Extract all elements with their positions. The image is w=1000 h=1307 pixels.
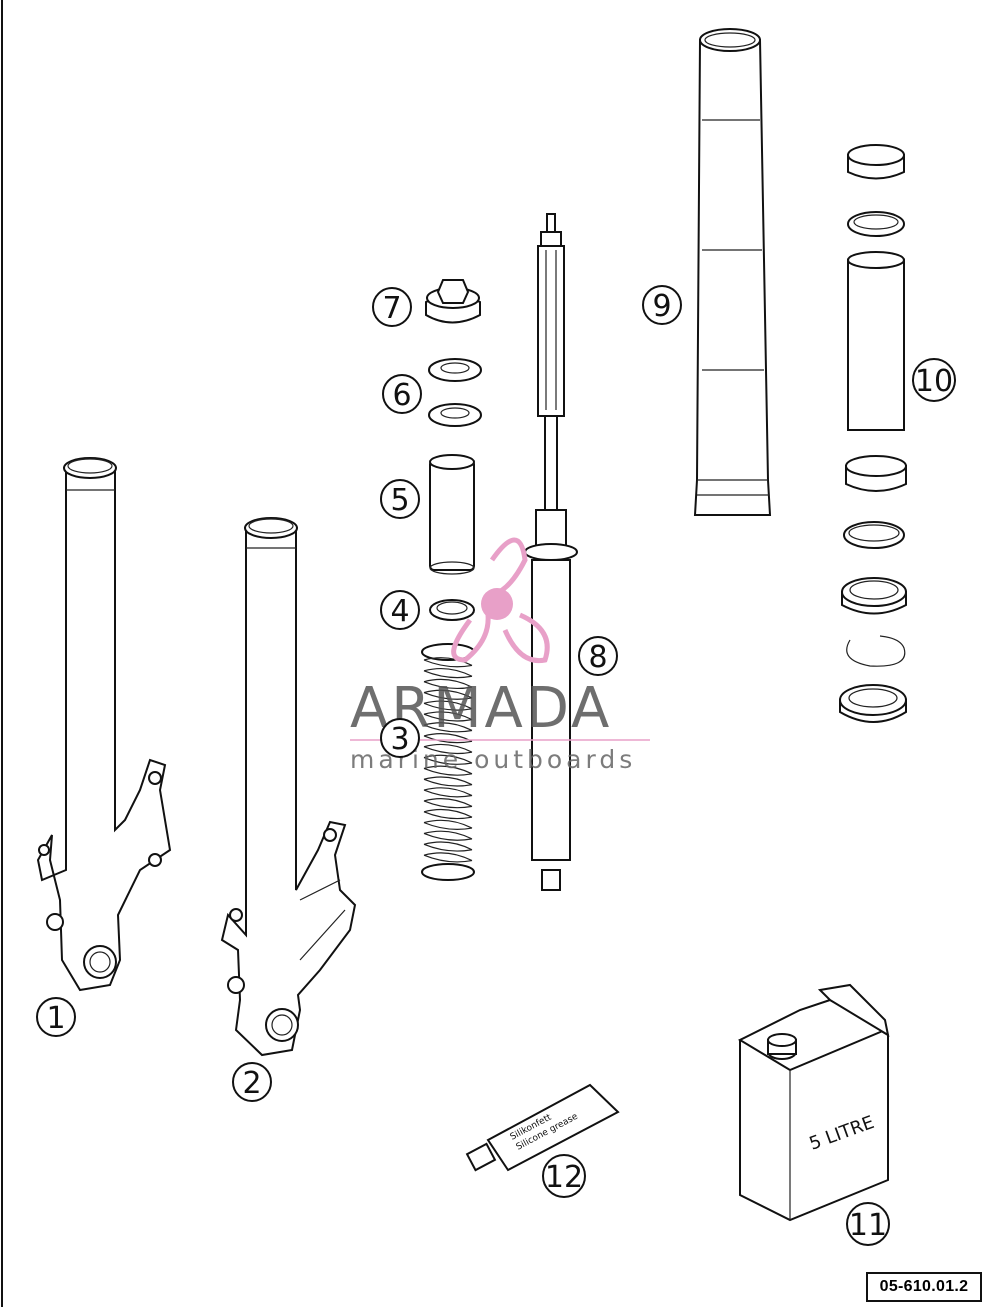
fork-leg-left bbox=[36, 457, 172, 992]
callout-number: 3 bbox=[390, 722, 409, 757]
callout-circle bbox=[542, 1154, 586, 1198]
callout-11: 11 bbox=[846, 1202, 890, 1246]
callout-number: 4 bbox=[390, 594, 409, 629]
fork-cap bbox=[425, 279, 481, 324]
callout-3: 3 bbox=[380, 718, 420, 758]
callout-10: 10 bbox=[912, 358, 956, 402]
callout-number: 6 bbox=[392, 378, 411, 413]
callout-circle bbox=[380, 590, 420, 630]
callout-7: 7 bbox=[372, 287, 412, 327]
callout-9: 9 bbox=[642, 285, 682, 325]
oil-can: 5 LITRE bbox=[737, 983, 890, 1222]
fork-leg-right bbox=[220, 517, 357, 1057]
washers bbox=[428, 358, 482, 427]
callout-circle bbox=[232, 1062, 272, 1102]
callout-4: 4 bbox=[380, 590, 420, 630]
callout-number: 5 bbox=[390, 483, 409, 518]
callout-circle bbox=[642, 285, 682, 325]
damper-cartridge bbox=[524, 213, 578, 891]
callout-number: 7 bbox=[382, 291, 401, 326]
spacer-tube bbox=[429, 454, 475, 575]
callout-number: 1 bbox=[46, 1001, 65, 1036]
callout-2: 2 bbox=[232, 1062, 272, 1102]
callout-circle bbox=[846, 1202, 890, 1246]
callout-number: 11 bbox=[849, 1208, 887, 1243]
callout-circle bbox=[36, 997, 76, 1037]
drawing-number: 05-610.01.2 bbox=[866, 1272, 982, 1302]
callout-1: 1 bbox=[36, 997, 76, 1037]
callout-8: 8 bbox=[578, 636, 618, 676]
callout-number: 2 bbox=[242, 1066, 261, 1101]
callout-number: 10 bbox=[915, 364, 953, 399]
callout-circle bbox=[382, 374, 422, 414]
callout-circle bbox=[912, 358, 956, 402]
bushings-and-seals bbox=[839, 144, 907, 723]
grease-tube: Silikonfett Silicone grease bbox=[465, 1083, 620, 1172]
propeller-hub bbox=[481, 588, 513, 620]
callout-5: 5 bbox=[380, 479, 420, 519]
spacer-ring bbox=[429, 599, 475, 621]
callout-circle bbox=[380, 479, 420, 519]
callout-circle bbox=[380, 718, 420, 758]
callout-12: 12 bbox=[542, 1154, 586, 1198]
callout-6: 6 bbox=[382, 374, 422, 414]
outer-tube bbox=[693, 28, 772, 516]
callout-circle bbox=[578, 636, 618, 676]
callout-number: 12 bbox=[545, 1160, 583, 1195]
callout-number: 9 bbox=[652, 289, 671, 324]
callout-number: 8 bbox=[588, 640, 607, 675]
callout-circle bbox=[372, 287, 412, 327]
